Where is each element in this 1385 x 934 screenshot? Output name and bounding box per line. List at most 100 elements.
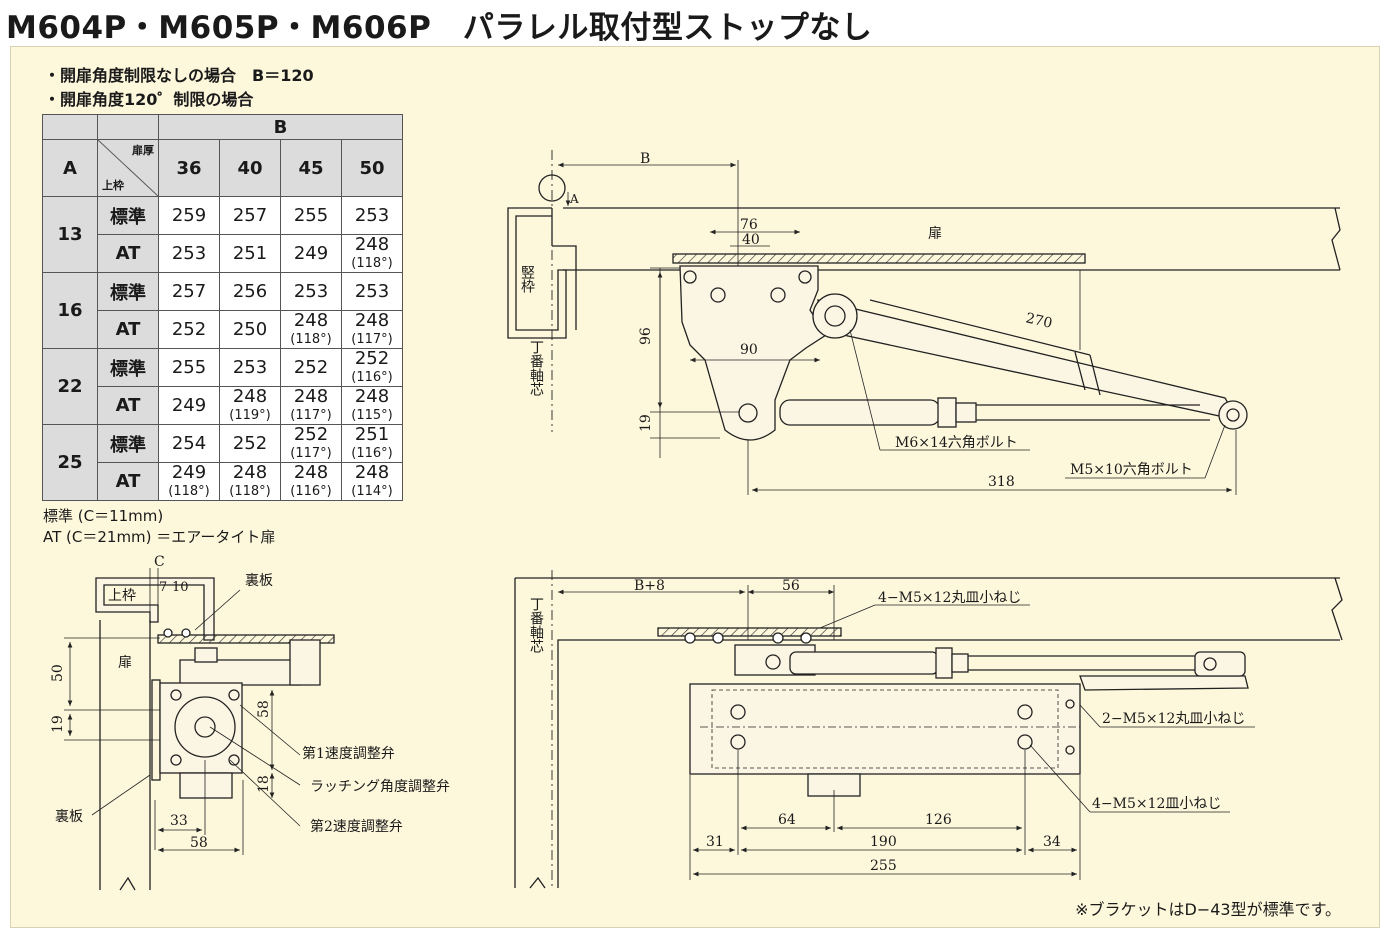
cell-B-value: 248 <box>293 309 329 331</box>
cell-B-value: 248 <box>354 309 390 331</box>
cell-value: 249 <box>280 234 342 273</box>
cell-value: 249(118°) <box>158 461 220 501</box>
dim-58-vertical: 58 <box>256 700 272 718</box>
cell-B-value: 251 <box>232 243 268 264</box>
label-back-plate-top: 裏板 <box>245 572 273 589</box>
cell-angle: (118°) <box>290 331 332 347</box>
dim-A: A <box>569 192 579 206</box>
header-thickness-50: 50 <box>341 139 403 197</box>
dim-10: 10 <box>172 580 189 595</box>
label-door: 扉 <box>928 226 942 242</box>
dim-34: 34 <box>1043 834 1061 850</box>
cell-B-value: 255 <box>171 357 207 378</box>
cell-angle: (118°) <box>229 483 271 499</box>
cell-B-value: 252 <box>293 423 329 445</box>
front-view-drawing <box>514 570 1343 890</box>
label-vertical-frame: 竪枠 <box>519 265 535 293</box>
cell-B-value: 248 <box>293 461 329 483</box>
cell-value: 248(119°) <box>219 386 281 425</box>
dim-126: 126 <box>925 812 952 828</box>
cell-angle: (116°) <box>351 369 393 385</box>
cell-value: 248(114°) <box>341 461 403 501</box>
dim-76: 76 <box>740 217 758 233</box>
cell-value: 254 <box>158 424 220 463</box>
label-door-side: 扉 <box>118 655 132 671</box>
cell-frame-A: 25 <box>42 424 98 501</box>
cell-value: 248(115°) <box>341 385 403 425</box>
cell-B-value: 250 <box>232 319 268 340</box>
cell-value: 248(118°) <box>341 233 403 273</box>
dim-7: 7 <box>159 580 167 595</box>
cell-B-value: 248 <box>293 385 329 407</box>
dim-90: 90 <box>740 342 758 358</box>
cell-value: 248(117°) <box>280 385 342 425</box>
cell-value: 251(116°) <box>341 423 403 463</box>
cell-angle: (116°) <box>351 445 393 461</box>
cell-value: 256 <box>219 272 281 311</box>
side-view-labels: C 7 10 上枠 裏板 扉 50 19 58 18 33 58 第1速度調整弁… <box>50 554 450 851</box>
cell-B-value: 249 <box>293 243 329 264</box>
cell-B-value: 251 <box>354 423 390 445</box>
dim-19-side: 19 <box>50 715 66 733</box>
cell-B-value: 249 <box>171 395 207 416</box>
cell-frame-A: 22 <box>42 348 98 425</box>
dim-31: 31 <box>706 834 724 850</box>
cell-angle: (114°) <box>351 483 393 499</box>
label-bolt-m6: M6×14六角ボルト <box>895 435 1018 451</box>
cell-value: 252 <box>158 310 220 349</box>
dim-40: 40 <box>742 232 760 248</box>
cell-B-value: 253 <box>232 357 268 378</box>
cell-B-value: 253 <box>171 243 207 264</box>
footnote: ※ブラケットはD−43型が標準です。 <box>1075 900 1341 919</box>
cell-B-value: 249 <box>171 461 207 483</box>
cell-value: 252(116°) <box>341 348 403 387</box>
label-hinge-axis: 丁番軸芯 <box>528 340 544 396</box>
cell-B-value: 248 <box>354 385 390 407</box>
dim-C: C <box>154 554 165 570</box>
cell-type: AT <box>97 234 159 273</box>
header-thickness-36: 36 <box>158 139 220 197</box>
cell-value: 248(116°) <box>280 461 342 501</box>
dim-B: B <box>640 151 650 167</box>
cell-B-value: 252 <box>232 433 268 454</box>
cell-B-value: 256 <box>232 281 268 302</box>
dim-56: 56 <box>782 578 800 594</box>
cell-value: 253 <box>280 272 342 311</box>
cell-type: AT <box>97 310 159 349</box>
legend-standard: 標準 (C＝11mm) <box>43 507 164 525</box>
cell-value: 255 <box>158 348 220 387</box>
header-thickness-40: 40 <box>219 139 281 197</box>
dim-190: 190 <box>870 834 897 850</box>
cell-B-value: 257 <box>171 281 207 302</box>
dim-96: 96 <box>638 327 654 345</box>
cell-B-value: 253 <box>354 281 390 302</box>
cell-angle: (116°) <box>290 483 332 499</box>
table-row: AT 253 251 249 248(118°) <box>43 233 403 273</box>
cell-B-value: 248 <box>354 461 390 483</box>
cell-angle: (115°) <box>351 407 393 423</box>
dim-58-horizontal: 58 <box>190 835 208 851</box>
cell-value: 259 <box>158 196 220 235</box>
cell-B-value: 252 <box>293 357 329 378</box>
label-back-plate-bottom: 裏板 <box>55 808 83 825</box>
page-title: M604P・M605P・M606P パラレル取付型ストップなし <box>6 10 873 46</box>
cell-angle: (117°) <box>290 407 332 423</box>
cell-type: 標準 <box>97 272 159 311</box>
cell-B-value: 248 <box>354 233 390 255</box>
cell-B-value: 259 <box>171 205 207 226</box>
cell-type: AT <box>97 462 159 501</box>
cell-angle: (117°) <box>351 331 393 347</box>
cell-angle: (118°) <box>351 255 393 271</box>
cell-B-value: 253 <box>293 281 329 302</box>
label-screw-4-flat: 4−M5×12皿小ねじ <box>1092 796 1221 812</box>
top-view-drawing <box>507 150 1341 495</box>
cell-value: 253 <box>341 272 403 311</box>
cell-value: 251 <box>219 234 281 273</box>
diag-label-frame: 上枠 <box>102 179 124 192</box>
header-diagonal: 扉厚 上枠 <box>97 139 159 197</box>
